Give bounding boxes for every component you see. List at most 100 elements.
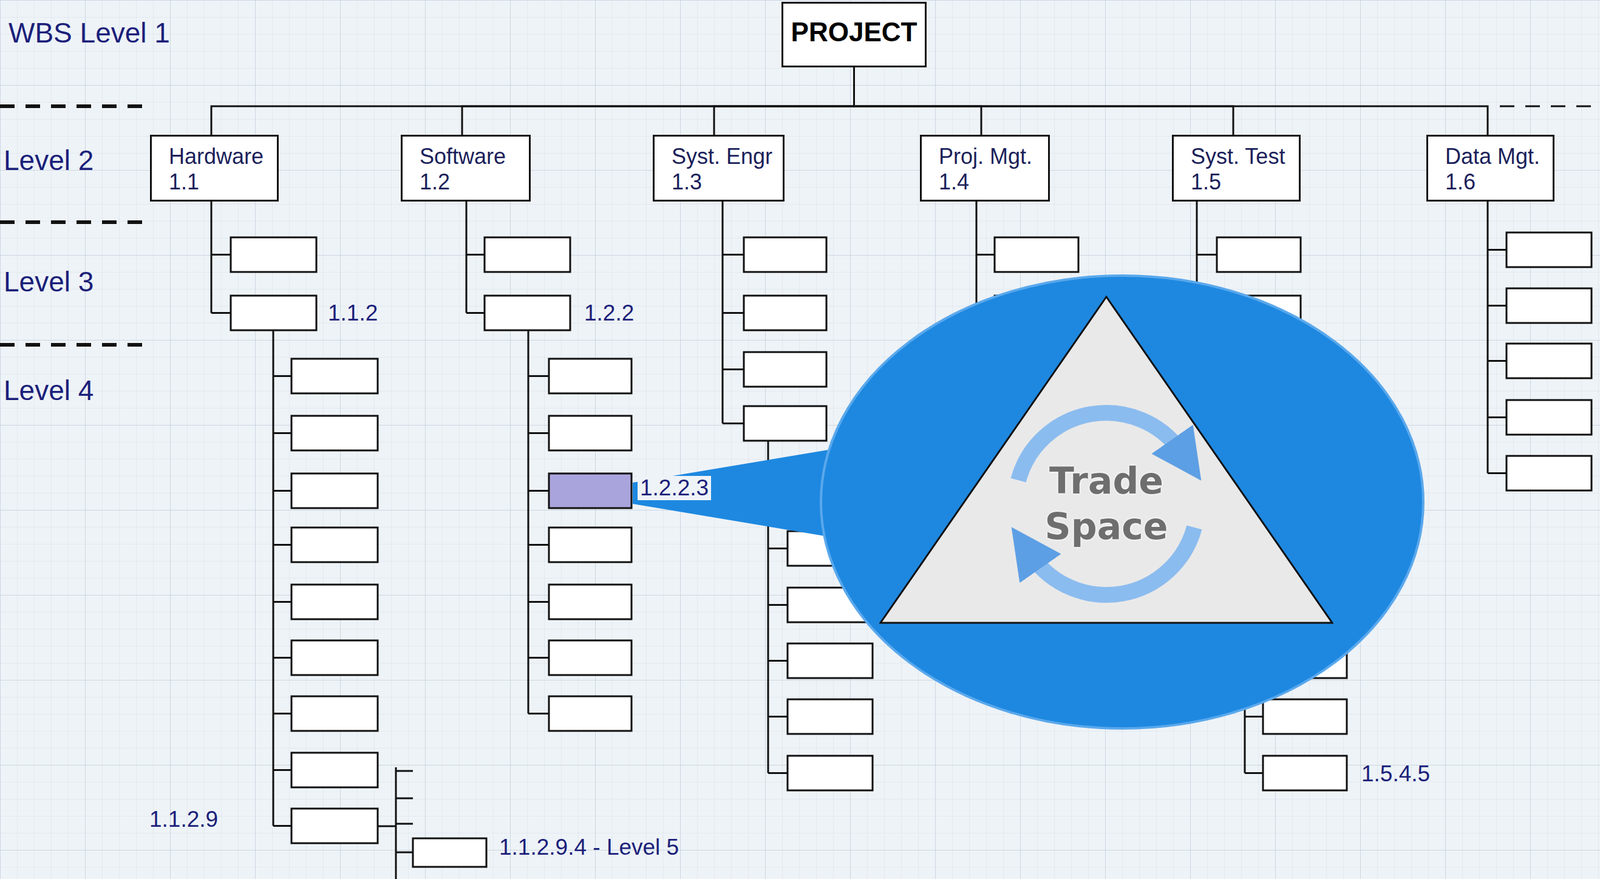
wbs-box xyxy=(1262,755,1347,791)
callout-tail xyxy=(632,446,851,541)
tree-stub xyxy=(273,712,292,715)
wbs-box xyxy=(1506,343,1592,379)
tree-stub xyxy=(768,547,788,550)
wbs-number: 1.2.2 xyxy=(584,301,634,327)
wbs-box xyxy=(291,473,378,509)
wbs-box xyxy=(548,415,632,451)
tree-stub xyxy=(976,253,995,256)
wbs-box xyxy=(548,640,632,676)
tree-stub xyxy=(1487,248,1507,251)
trade-space-text: Trade Space xyxy=(1015,458,1198,550)
wbs-number: 1.2 xyxy=(419,169,523,195)
tree-stub xyxy=(722,312,744,314)
wbs-number: 1.6 xyxy=(1445,169,1547,195)
tree-stub xyxy=(722,368,744,371)
wbs-box xyxy=(412,838,487,868)
wbs-box xyxy=(787,643,873,679)
wbs-box: Data Mgt.1.6 xyxy=(1426,134,1555,202)
wbs-name: Software xyxy=(419,143,523,170)
project-box: PROJECT xyxy=(781,1,927,68)
wbs-box xyxy=(548,358,632,394)
level-label: Level 2 xyxy=(3,145,94,177)
wbs-box xyxy=(1506,400,1592,435)
wbs-box xyxy=(484,295,571,331)
wbs-box xyxy=(548,473,632,509)
tree-connector xyxy=(211,67,855,135)
tree-stub xyxy=(1196,253,1217,256)
wbs-box xyxy=(291,527,378,563)
tree-connector xyxy=(714,67,855,135)
tree-stub xyxy=(528,544,549,546)
tree-stub xyxy=(395,770,413,773)
level-label: Level 4 xyxy=(3,375,94,407)
level-label: Level 3 xyxy=(3,266,94,298)
tree-stub xyxy=(528,375,549,378)
tree-trunk xyxy=(210,199,213,314)
tree-stub xyxy=(528,601,549,603)
tree-stub xyxy=(273,375,292,378)
tree-connector xyxy=(462,67,855,135)
tree-stub xyxy=(1487,472,1507,475)
wbs-number: 1.2.2.3 xyxy=(637,476,712,501)
tree-stub xyxy=(466,312,485,314)
tree-stub xyxy=(768,715,788,718)
wbs-box xyxy=(291,415,378,451)
wbs-box xyxy=(1506,232,1592,268)
wbs-number: 1.5 xyxy=(1190,169,1293,195)
wbs-box xyxy=(548,584,632,620)
wbs-name: Syst. Engr xyxy=(671,143,777,170)
tree-stub xyxy=(722,253,744,256)
wbs-box xyxy=(743,352,827,387)
wbs-box xyxy=(1262,699,1347,735)
tree-stub xyxy=(1244,772,1263,775)
tree-connector xyxy=(854,67,1234,135)
tree-stub xyxy=(211,312,231,314)
tree-stub xyxy=(528,712,549,715)
tree-stub xyxy=(395,851,413,854)
wbs-box xyxy=(1216,237,1301,273)
tree-stub xyxy=(1244,715,1263,718)
wbs-box xyxy=(1506,456,1592,491)
tree-connector xyxy=(854,67,982,135)
wbs-number: 1.4 xyxy=(938,169,1042,195)
wbs-box xyxy=(291,640,378,676)
wbs-number: 1.1.2.9.4 - Level 5 xyxy=(499,835,679,861)
wbs-box xyxy=(1506,288,1592,324)
wbs-number: 1.1.2.9 xyxy=(149,807,218,833)
tree-stub xyxy=(377,825,396,828)
tree-trunk xyxy=(272,330,275,827)
callout-ellipse xyxy=(820,275,1424,729)
wbs-box xyxy=(291,358,378,394)
wbs-number: 1.1 xyxy=(168,169,271,195)
wbs-box xyxy=(230,295,317,331)
tree-stub xyxy=(768,660,788,662)
wbs-box: Syst. Engr1.3 xyxy=(652,134,785,202)
tree-stub xyxy=(273,490,292,492)
tree-stub xyxy=(528,490,549,492)
tree-stub xyxy=(466,253,485,256)
wbs-box: Hardware1.1 xyxy=(149,134,279,202)
tree-trunk xyxy=(1487,199,1489,474)
level-label: WBS Level 1 xyxy=(8,17,171,49)
wbs-box: Syst. Test1.5 xyxy=(1171,134,1301,202)
tree-stub xyxy=(395,823,413,826)
tree-stub xyxy=(528,657,549,659)
project-title: PROJECT xyxy=(789,17,919,48)
wbs-number: 1.3 xyxy=(671,169,777,195)
level-separators xyxy=(0,106,1600,345)
tree-stub xyxy=(768,772,788,775)
wbs-box xyxy=(548,527,632,563)
wbs-box xyxy=(994,237,1079,273)
wbs-box xyxy=(787,755,873,791)
wbs-box xyxy=(743,406,827,441)
trade-space-triangle: Trade Space xyxy=(879,295,1334,625)
wbs-box xyxy=(787,699,873,735)
tree-connector xyxy=(854,67,1489,135)
wbs-box xyxy=(291,808,378,844)
tree-stub xyxy=(273,544,292,546)
wbs-name: Proj. Mgt. xyxy=(938,143,1042,170)
tree-stub xyxy=(722,422,744,425)
